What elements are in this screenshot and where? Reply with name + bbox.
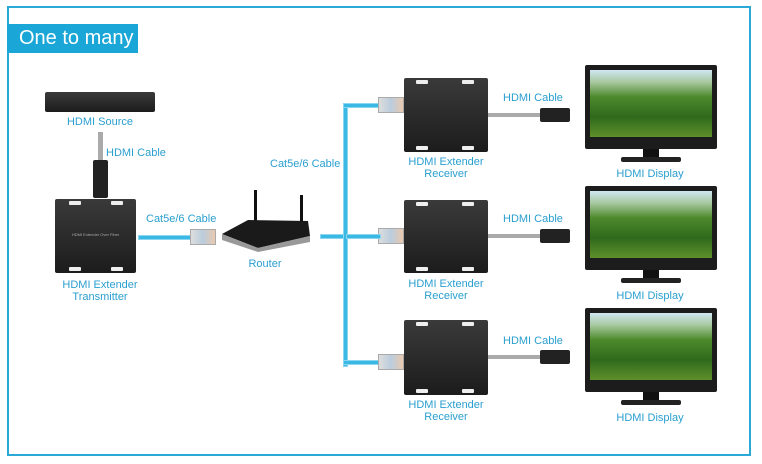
branch-cable: [346, 234, 381, 239]
hdmi-extender-receiver: [404, 320, 488, 395]
rj45-connector: [378, 97, 404, 113]
receiver-label-line2: Receiver: [424, 168, 468, 180]
device-text: HDMI Extender Over Fiber: [71, 232, 120, 238]
hdmi-display: [585, 308, 717, 406]
hdmi-cable-label: HDMI Cable: [503, 335, 563, 347]
receiver-label-line1: HDMI Extender: [408, 156, 484, 168]
hdmi-cable-label: HDMI Cable: [106, 147, 166, 159]
hdmi-cable: [488, 234, 544, 238]
display-label: HDMI Display: [616, 412, 684, 424]
transmitter-label-line1: HDMI Extender: [62, 279, 138, 291]
hdmi-connector: [93, 160, 108, 198]
hdmi-connector: [540, 350, 570, 364]
hdmi-connector: [540, 108, 570, 122]
receiver-row: HDMI Extender Receiver HDMI Cable HDMI D…: [0, 121, 762, 302]
receiver-label-line1: HDMI Extender: [408, 399, 484, 411]
hdmi-extender-receiver: [404, 200, 488, 273]
rj45-connector: [378, 354, 404, 370]
hdmi-extender-transmitter: HDMI Extender Over Fiber: [55, 199, 136, 273]
hdmi-display: [585, 186, 717, 284]
hdmi-extender-receiver: [404, 78, 488, 152]
receiver-row: HDMI Extender Receiver HDMI Cable HDMI D…: [0, 0, 762, 180]
display-label: HDMI Display: [616, 168, 684, 180]
rj45-connector: [190, 229, 216, 245]
receiver-row: HDMI Extender Receiver HDMI Cable HDMI D…: [0, 242, 762, 424]
hdmi-cable: [98, 132, 103, 162]
diagram-frame: [7, 6, 751, 456]
hdmi-cable-label: HDMI Cable: [503, 92, 563, 104]
router-icon: [222, 190, 310, 252]
receiver-label-line1: HDMI Extender: [408, 278, 484, 290]
hdmi-source-label: HDMI Source: [66, 116, 134, 128]
hdmi-source-device: [45, 92, 155, 112]
transmitter-label-line2: Transmitter: [72, 291, 128, 303]
branch-cable: [343, 360, 381, 365]
hdmi-connector: [540, 229, 570, 243]
receiver-label-line2: Receiver: [424, 411, 468, 423]
display-label: HDMI Display: [616, 290, 684, 302]
diagram-title: One to many: [7, 24, 138, 53]
hdmi-cable-label: HDMI Cable: [503, 213, 563, 225]
branch-cable: [343, 103, 381, 108]
hdmi-display: [585, 65, 717, 163]
router-label: Router: [248, 258, 282, 270]
hdmi-cable: [488, 355, 544, 359]
cat5-cable-label: Cat5e/6 Cable: [146, 213, 217, 225]
hdmi-cable: [488, 113, 544, 117]
router-cable-label: Cat5e/6 Cable: [270, 158, 341, 170]
receiver-label-line2: Receiver: [424, 290, 468, 302]
